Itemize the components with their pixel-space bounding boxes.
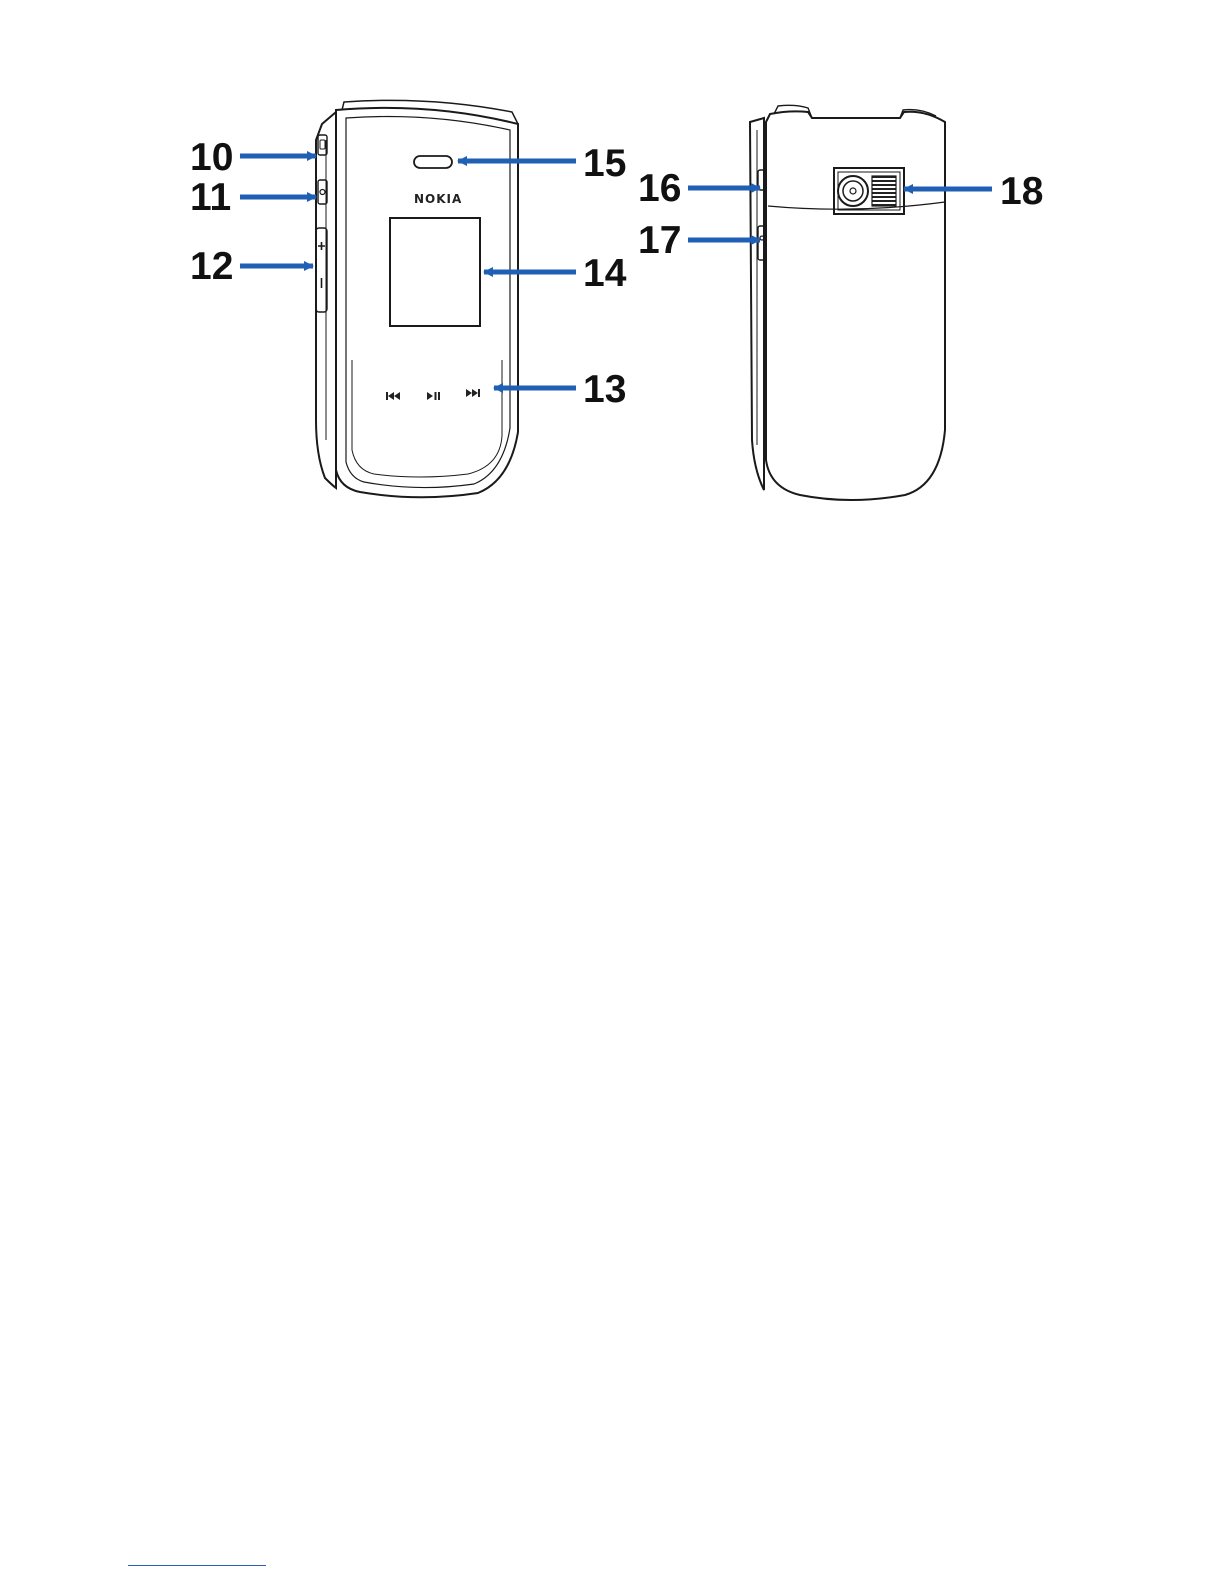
- camera-flash: [872, 176, 896, 206]
- callout-16: 16: [638, 167, 681, 210]
- phone-front-body: [336, 108, 518, 497]
- callout-12: 12: [190, 245, 233, 288]
- phone-back-body: [766, 111, 945, 500]
- phone-back-view: [750, 105, 945, 500]
- callout-18: 18: [1000, 170, 1043, 213]
- callout-17: 17: [638, 219, 681, 262]
- nokia-logo: NOKIA: [414, 192, 462, 206]
- footnote-rule: [128, 1565, 266, 1566]
- callout-10: 10: [190, 136, 233, 179]
- callout-13: 13: [583, 368, 626, 411]
- callout-11: 11: [190, 176, 231, 219]
- callout-15: 15: [583, 142, 626, 185]
- callout-14: 14: [583, 252, 627, 295]
